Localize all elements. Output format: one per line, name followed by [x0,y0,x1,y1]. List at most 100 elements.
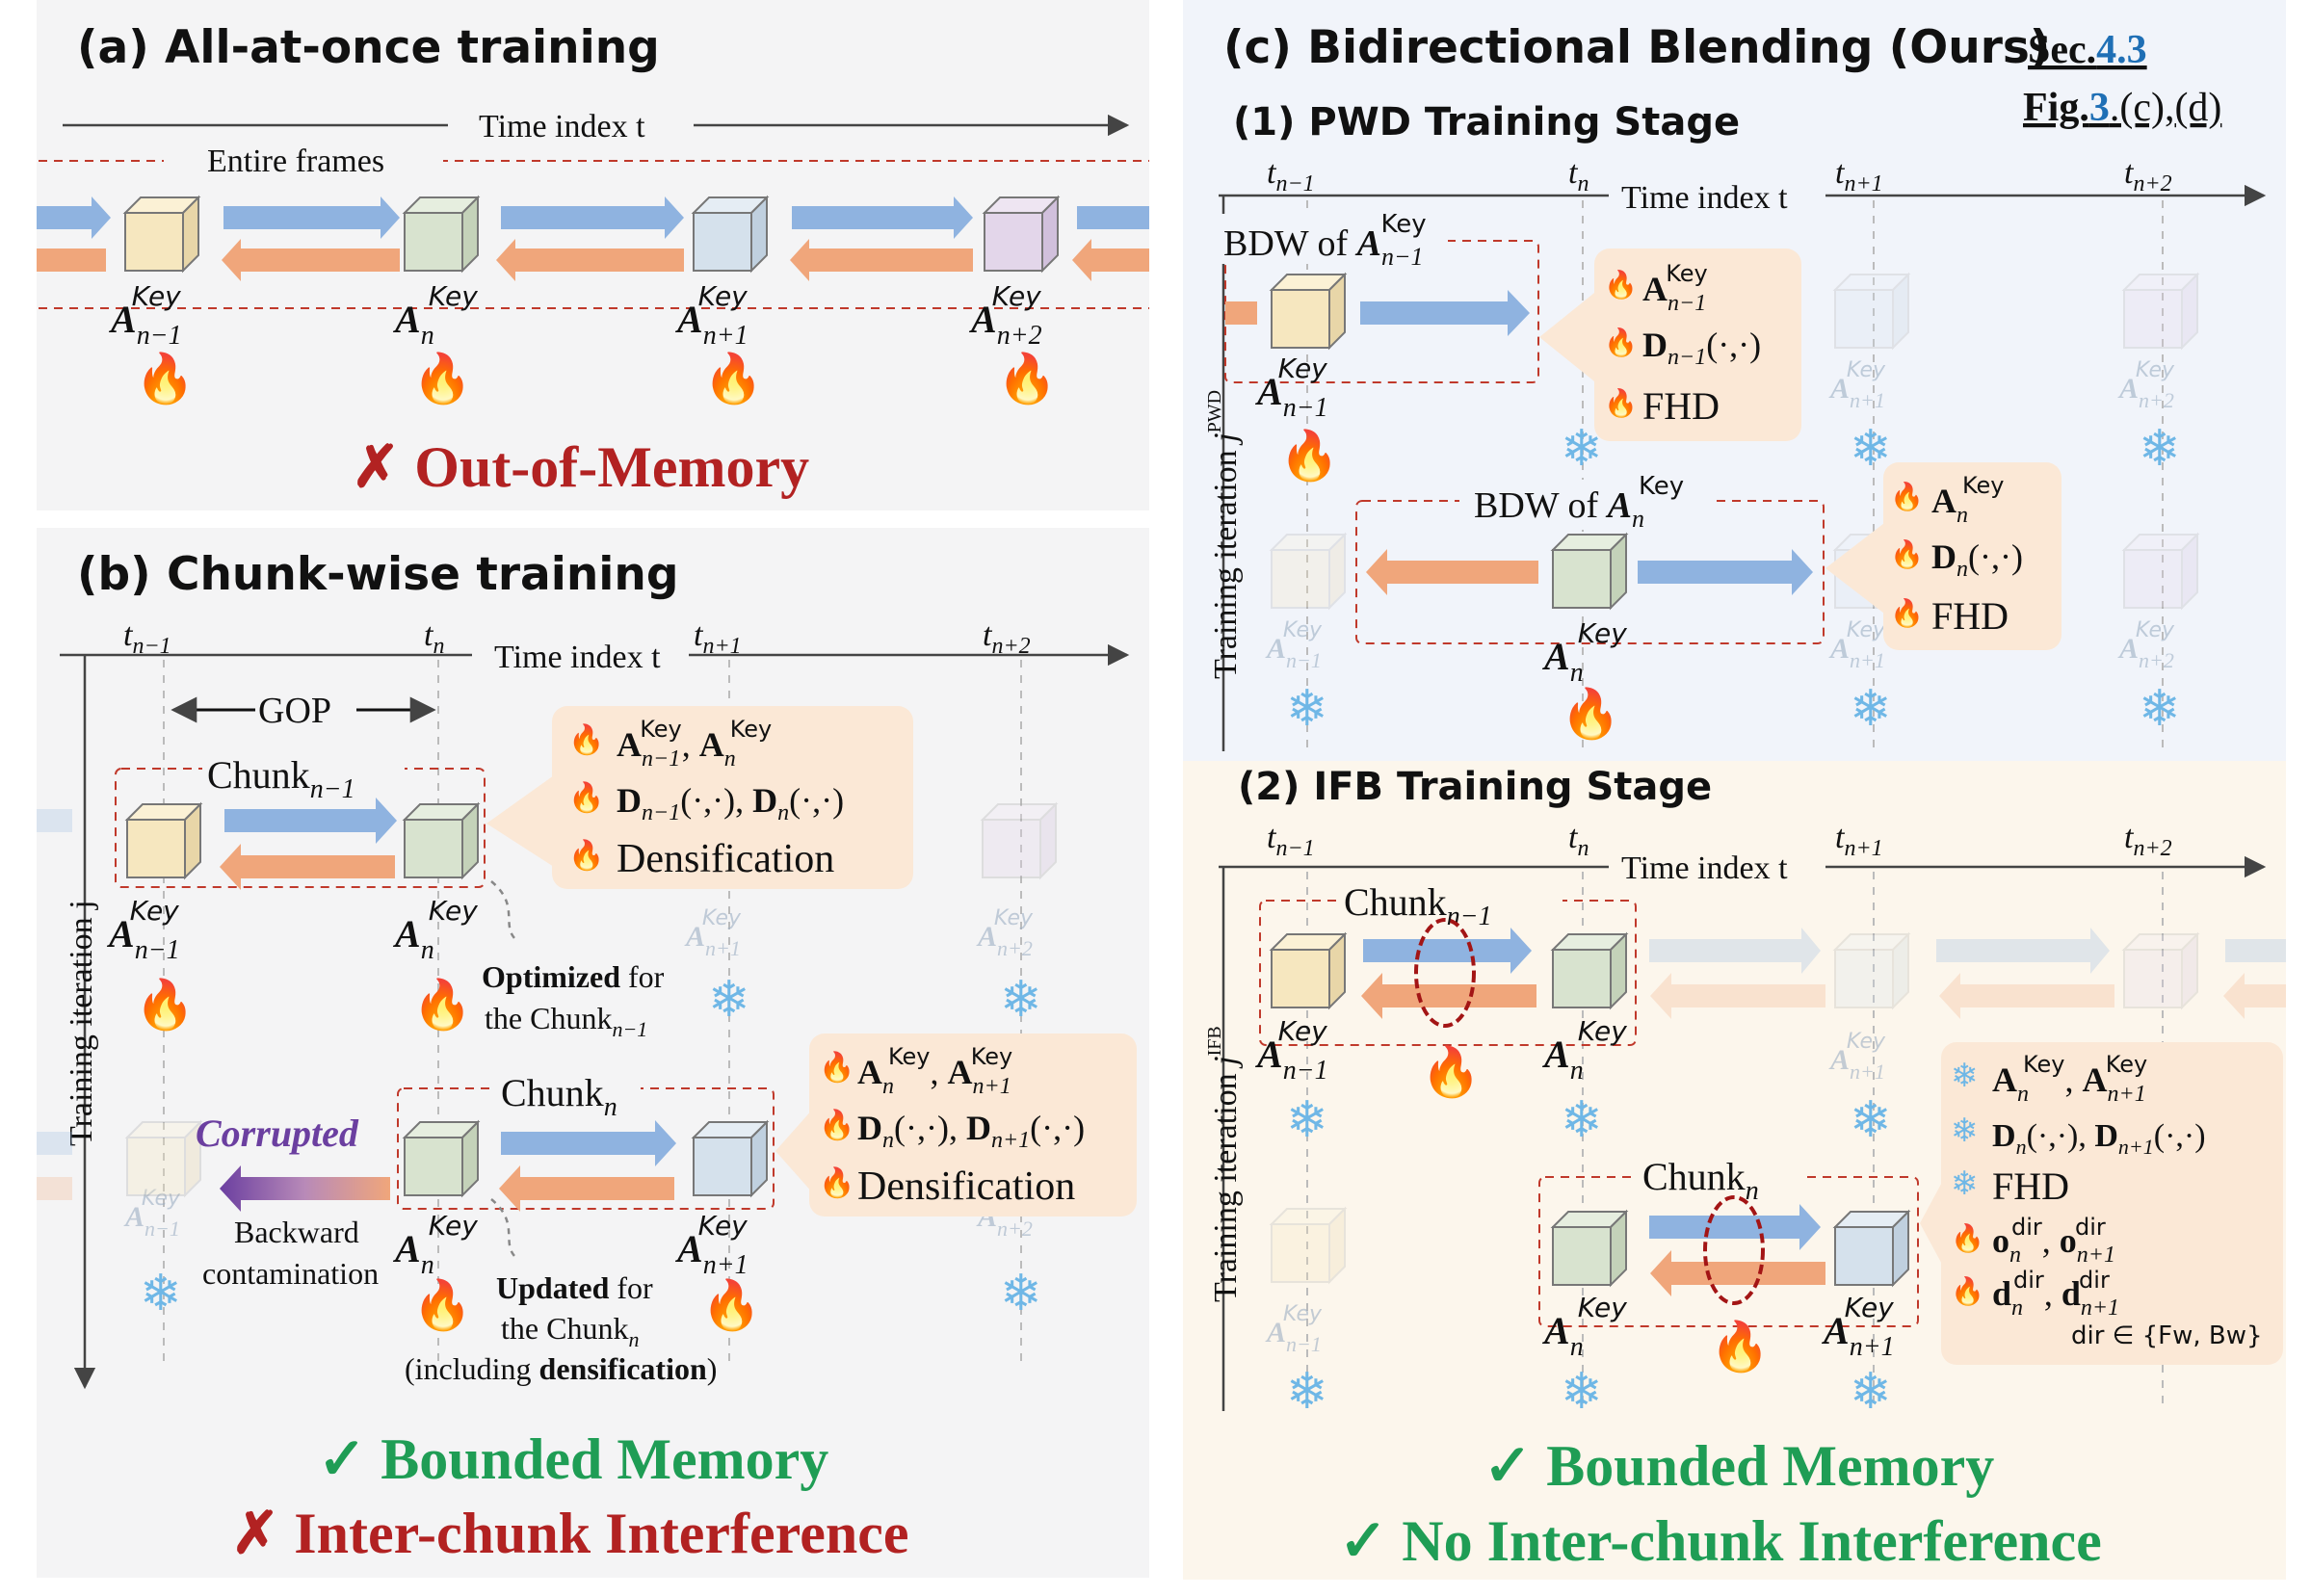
snowflake-icon: ❄ [1286,682,1328,737]
fire-icon: 🔥 [701,1277,761,1332]
chunk-n-1-label: Chunkn−1 [207,753,355,804]
cube-icon [691,1119,770,1198]
fire-icon: 🔥 [568,838,604,872]
pwd-time-axis-label: Time index t [1621,180,1788,216]
snowflake-icon: ❄ [708,973,750,1028]
updated-densification-label: (including densification) [405,1351,717,1386]
cube-icon [122,195,201,274]
fire-icon: 🔥 [1890,597,1924,629]
note-chunk-n [809,1033,1137,1217]
figure-reference: Fig.3.(c),(d) [2023,86,2221,130]
panel-b-result-memory: ✓ Bounded Memory [318,1427,828,1491]
cube-icon [1269,931,1348,1010]
ifb-ticks: tn−1 tn tn+1 tn+2 [1267,820,2172,861]
pwd-note2-line2: Dn(·,·) [1931,537,2023,582]
cube-icon [2121,272,2200,351]
panel-a-forward-arrows [37,196,1149,239]
pwd-note1-line3: FHD [1642,384,1720,428]
cube-icon [402,195,481,274]
fire-icon: 🔥 [997,351,1057,406]
snowflake-icon: ❄ [1850,422,1892,477]
cube-icon [691,195,770,274]
fire-icon: 🔥 [1604,327,1638,358]
ifb-snow-icons: ❄ ❄ ❄ ❄ ❄ ❄ [1286,1093,1892,1420]
cube-icon [980,801,1059,880]
snowflake-icon: ❄ [1850,682,1892,737]
section-reference: Sec.4.3 [2028,28,2147,72]
panel-c-result-interference: ✓ No Inter-chunk Interference [1339,1509,2102,1573]
panel-a: (a) All-at-once training Time index t En… [37,21,1149,499]
cube-icon [1269,1206,1348,1285]
fire-icon: 🔥 [1604,387,1638,419]
fire-icon: 🔥 [568,722,604,756]
cube-icon [1550,931,1629,1010]
blend-region-ellipse [1703,1195,1765,1305]
snowflake-icon: ❄ [1561,1365,1603,1420]
panel-c-result-memory: ✓ Bounded Memory [1484,1434,1994,1498]
snowflake-icon: ❄ [1000,1267,1042,1321]
snowflake-icon: ❄ [1286,1365,1328,1420]
fire-icon: 🔥 [568,780,604,814]
fire-icon: 🔥 [1561,686,1620,741]
snowflake-icon: ❄ [1561,422,1603,477]
note2-line3: Densification [857,1164,1075,1209]
snowflake-icon: ❄ [1951,1059,1979,1094]
tick-label: tn+1 [1835,820,1883,861]
fire-icon: 🔥 [819,1050,854,1084]
cube-icon [1832,272,1911,351]
ifb-chunk-n-1-box [1259,900,1637,1046]
fire-icon: 🔥 [1421,1044,1481,1099]
pwd-note-n [1883,462,2062,650]
cube-icon [1269,532,1348,611]
cube-icon [2121,532,2200,611]
pwd-note2-line3: FHD [1931,594,2009,638]
cube-icon [982,195,1061,274]
fire-icon: 🔥 [819,1108,854,1141]
note2-line2: Dn(·,·), Dn+1(·,·) [857,1109,1085,1153]
snowflake-icon: ❄ [1850,1093,1892,1148]
ifb-time-axis-label: Time index t [1621,850,1788,886]
panel-c: (c) Bidirectional Blending (Ours) Sec.4.… [1204,21,2286,1573]
panel-b-title: (b) Chunk-wise training [77,548,679,601]
note-chunk-n-1 [552,706,913,889]
updated-label: Updated for [496,1270,653,1305]
tick-label: tn+1 [1835,155,1883,196]
cube-icon [1832,931,1911,1010]
panel-a-backward-arrows [37,239,1149,281]
updated-chunk-label: the Chunkn [501,1311,639,1351]
cube-icon [1550,532,1629,611]
snowflake-icon: ❄ [1850,1365,1892,1420]
ifb-note [1941,1042,2283,1365]
ifb-chunk-n-label: Chunkn [1642,1155,1759,1206]
ifb-iteration-axis-label: Training iteration jIFB [1204,1026,1244,1302]
fire-icon: 🔥 [412,351,472,406]
snowflake-icon: ❄ [1000,973,1042,1028]
fire-icon: 🔥 [135,351,195,406]
pwd-snow-icons: ❄ ❄ ❄ ❄ ❄ ❄ [1286,422,2181,737]
pwd-note1-line2: Dn−1(·,·) [1642,326,1761,370]
panel-a-fire-icons: 🔥 🔥 🔥 🔥 [135,351,1057,406]
cube-icon [402,801,481,880]
panel-b-snow-icons: ❄ ❄ ❄ ❄ [140,973,1042,1321]
snowflake-icon: ❄ [1951,1166,1979,1202]
chunk-n-1-box [115,768,486,888]
bdw-n-box [1355,500,1825,644]
panel-b-iteration-axis-label: Training iteration j [64,900,99,1146]
ifb-note-line6: dir ∈ {Fw, Bw} [2071,1321,2263,1350]
ifb-note-line2: Dn(·,·), Dn+1(·,·) [1992,1118,2206,1159]
optimized-label: Optimized for [482,959,665,994]
snowflake-icon: ❄ [2139,422,2181,477]
fire-icon: 🔥 [1279,428,1339,483]
cube-icon [124,801,203,880]
fire-icon: 🔥 [1890,538,1924,570]
cube-icon [1550,1209,1629,1288]
gop-label: GOP [258,691,331,731]
pwd-stage-title: (1) PWD Training Stage [1233,100,1740,144]
fire-icon: 🔥 [1951,1222,1984,1254]
cube-icon [402,1119,481,1198]
ifb-note-line3: FHD [1992,1164,2069,1208]
backward-label: Backward [234,1215,359,1249]
corrupted-arrow [220,1165,390,1212]
snowflake-icon: ❄ [1951,1113,1979,1149]
